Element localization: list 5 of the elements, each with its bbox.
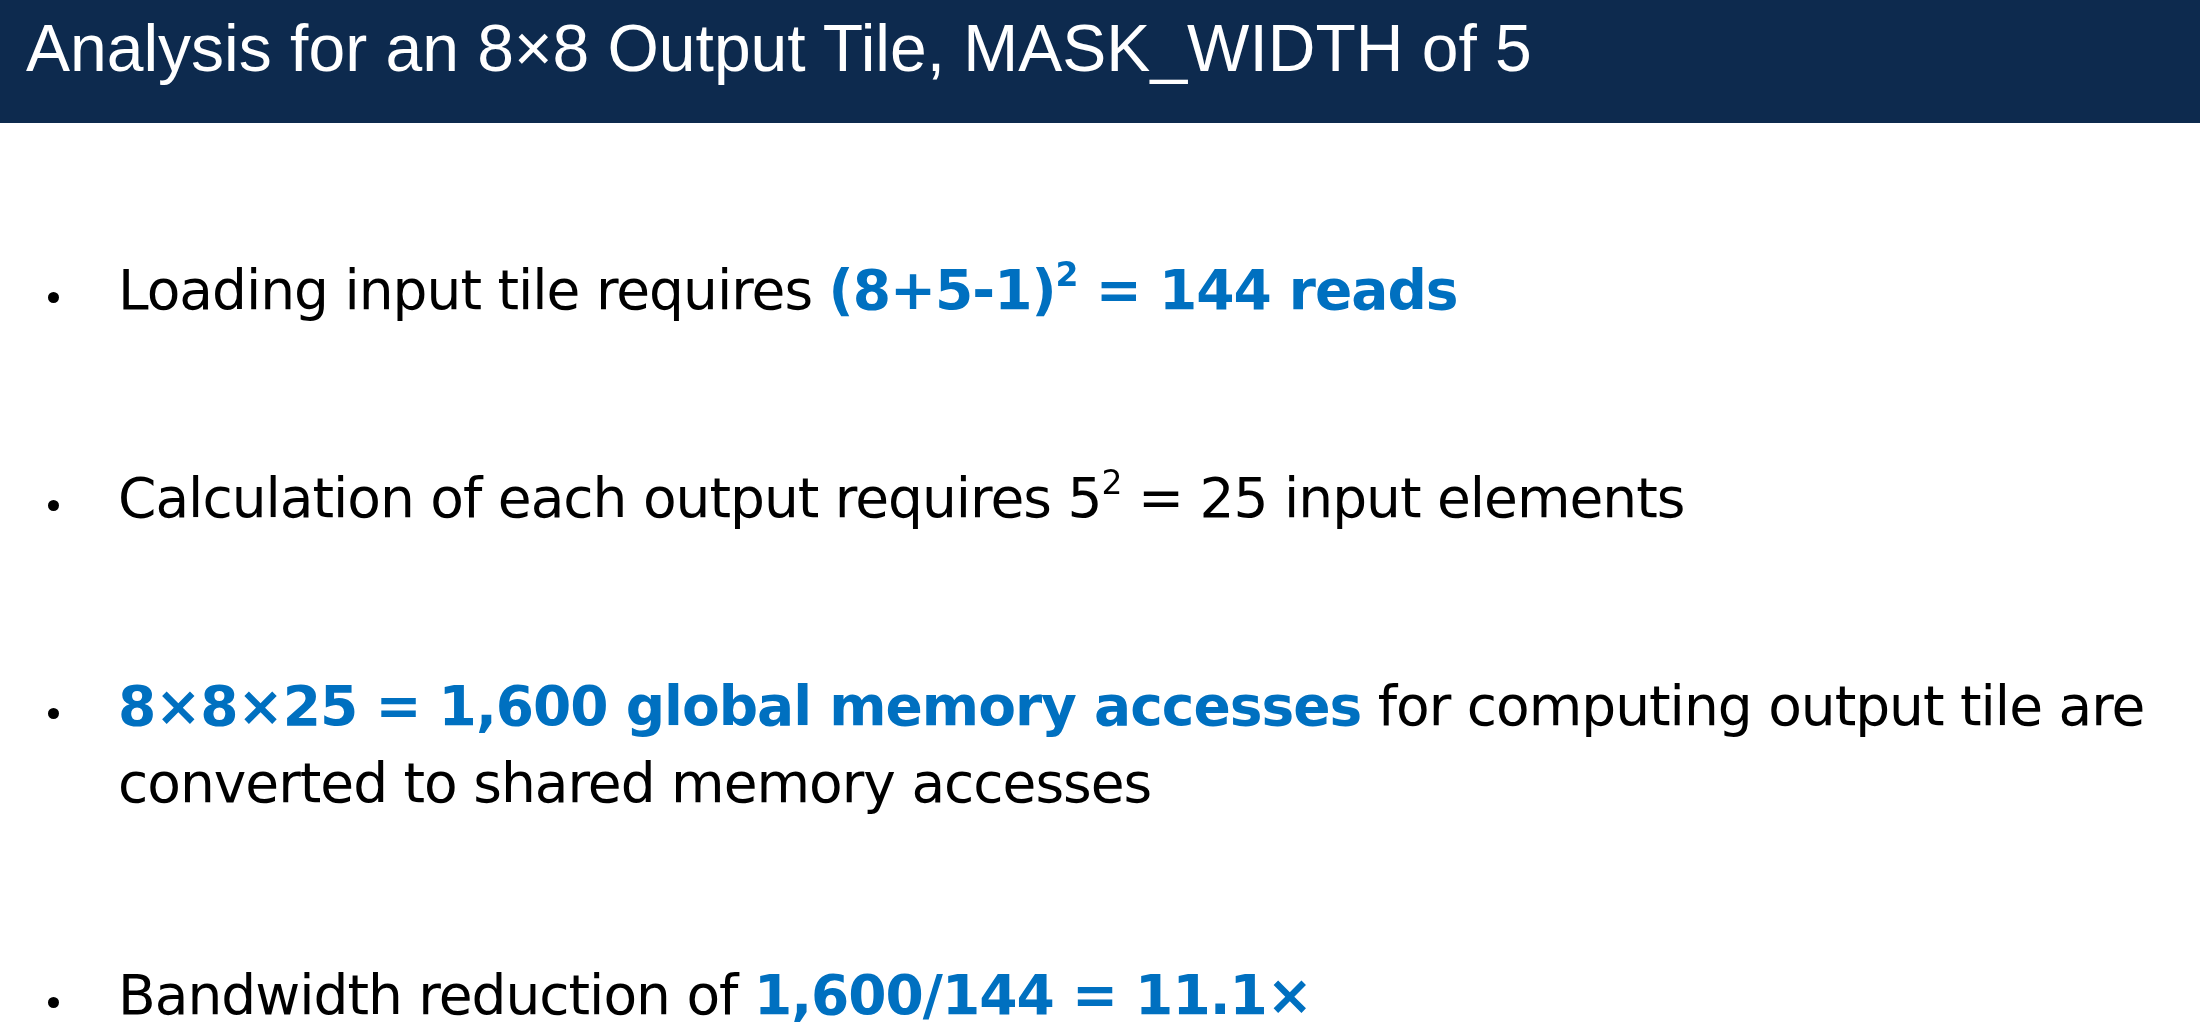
bullet-text: Bandwidth reduction of 1,600/144 = 11.1× (118, 962, 1313, 1029)
slide-title: Analysis for an 8×8 Output Tile, MASK_WIDTH of 5 (26, 10, 1532, 86)
bullet-text: 8×8×25 = 1,600 global memory accesses for computing output tile are converted to shared memory accesses (118, 673, 2146, 817)
bullet-text: Calculation of each output requires 5$^{2}$ = 25 input elements (118, 461, 1686, 532)
bullet-text: Loading input tile requires (8+5-1)$^{2}$ = 144 reads (118, 253, 1459, 324)
